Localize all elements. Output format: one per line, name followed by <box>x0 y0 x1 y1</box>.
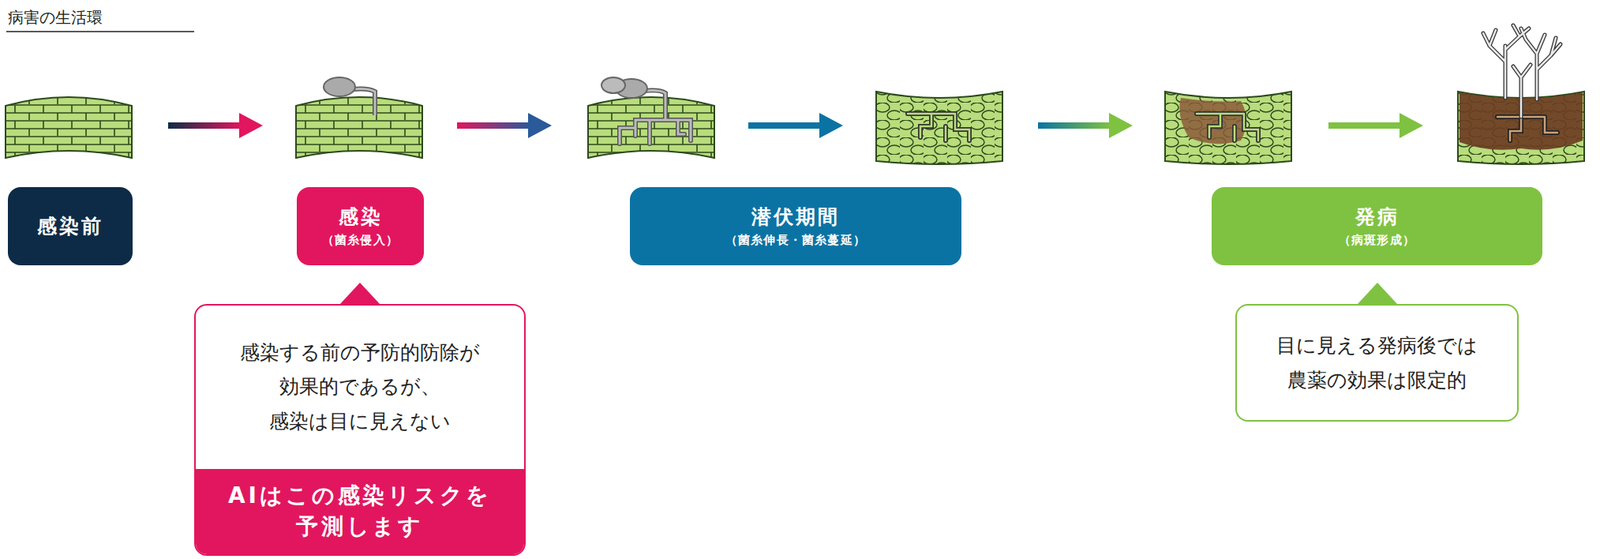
stage-label-box: 潜伏期間 （菌糸伸長・菌糸蔓延） <box>629 187 962 266</box>
node-text: 感染する前の予防的防除が 効果的であるが、 感染は目に見えない <box>195 305 525 469</box>
diagram-title: 病害の生活環 <box>7 7 103 29</box>
node-subtext: （病斑形成） <box>1338 232 1416 248</box>
callout-box: 感染する前の予防的防除が 効果的であるが、 感染は目に見えないAIはこの感染リス… <box>194 303 526 556</box>
node-text: 目に見える発病後では 農薬の効果は限定的 <box>1268 328 1486 398</box>
stage-label-box: 発病 （病斑形成） <box>1211 187 1543 266</box>
node-text: 潜伏期間 <box>751 204 840 229</box>
stage-label-box: 感染前 <box>7 187 133 266</box>
stage-label-box: 感染 （菌糸侵入） <box>296 187 424 266</box>
callout-box: 目に見える発病後では 農薬の効果は限定的 <box>1235 303 1519 422</box>
node-text: 感染前 <box>37 213 104 239</box>
node-subtext: AIはこの感染リスクを 予測します <box>195 468 525 555</box>
node-subtext: （菌糸伸長・菌糸蔓延） <box>725 232 866 248</box>
node-text: 発病 <box>1355 204 1400 229</box>
node-text: 感染 <box>338 204 383 229</box>
node-subtext: （菌糸侵入） <box>322 232 399 248</box>
